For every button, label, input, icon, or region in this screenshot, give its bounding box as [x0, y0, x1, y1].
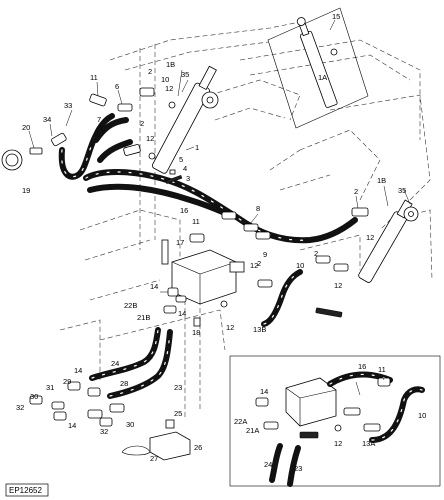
callout-10-main: 10 [296, 261, 304, 270]
callout-11-top: 11 [90, 73, 98, 82]
drawing-code-badge: EP12652 [5, 483, 49, 497]
callout-23-main: 23 [174, 383, 182, 392]
callout-12-right: 12 [366, 233, 374, 242]
callout-26: 26 [194, 443, 202, 452]
callout-16-inset: 16 [358, 362, 366, 371]
cylinders [151, 65, 419, 283]
callout-2-lower: 2 [257, 259, 261, 268]
callout-35-right: 35 [398, 186, 406, 195]
callout-12-inset: 12 [334, 439, 342, 448]
callout-34: 34 [43, 115, 51, 124]
callout-32-b: 32 [100, 427, 108, 436]
callout-1B-top: 1B [166, 60, 175, 69]
callout-15: 15 [332, 12, 340, 21]
callout-25: 25 [174, 409, 182, 418]
callout-8: 8 [256, 204, 260, 213]
callout-20: 20 [22, 123, 30, 132]
callout-1: 1 [195, 143, 199, 152]
callout-1B-right: 1B [377, 176, 386, 185]
fittings [1, 87, 369, 461]
callout-14-d: 14 [68, 421, 76, 430]
callout-11-main: 11 [192, 217, 200, 226]
callout-11-inset: 11 [378, 365, 386, 374]
callout-1A: 1A [318, 73, 327, 82]
callout-13A: 13A [362, 439, 375, 448]
inset-detail-box [229, 355, 441, 487]
callout-21A: 21A [246, 426, 259, 435]
callout-17: 17 [176, 238, 184, 247]
callout-33: 33 [64, 101, 72, 110]
callout-22B: 22B [124, 301, 137, 310]
callout-12-main: 12 [250, 261, 258, 270]
callout-19: 19 [22, 186, 30, 195]
callout-28: 28 [120, 379, 128, 388]
callout-3: 3 [186, 174, 190, 183]
callout-30-a: 30 [30, 392, 38, 401]
callout-6: 6 [115, 82, 119, 91]
callout-21B: 21B [137, 313, 150, 322]
callout-14-b: 14 [178, 309, 186, 318]
callout-7: 7 [97, 115, 101, 124]
callout-12-mid: 12 [146, 134, 154, 143]
callout-12-top: 12 [165, 84, 173, 93]
callout-5: 5 [179, 155, 183, 164]
callout-13B: 13B [253, 325, 266, 334]
callout-2-top: 2 [148, 67, 152, 76]
callout-32-a: 32 [16, 403, 24, 412]
callout-2-farright: 2 [314, 249, 318, 258]
callout-35-top: 35 [181, 70, 189, 79]
callout-12-farright: 12 [334, 281, 342, 290]
callout-23-inset: 23 [294, 464, 302, 473]
hose-assemblies [58, 113, 358, 399]
callout-14-inset: 14 [260, 387, 268, 396]
callout-2-mid: 2 [140, 119, 144, 128]
callout-24-inset: 24 [264, 460, 272, 469]
callout-12-lower: 12 [226, 323, 234, 332]
callout-18: 18 [192, 328, 200, 337]
callout-4: 4 [183, 164, 187, 173]
callout-10-inset: 10 [418, 411, 426, 420]
callout-24-main: 24 [111, 359, 119, 368]
callout-labels: 15 1A 1B 35 2 10 12 11 6 33 34 7 20 19 2… [16, 12, 426, 473]
callout-2-right: 2 [354, 187, 358, 196]
callout-30-b: 30 [126, 420, 134, 429]
callout-14-c: 14 [74, 366, 82, 375]
callout-10-top: 10 [161, 75, 169, 84]
callout-14-a: 14 [150, 282, 158, 291]
callout-31: 31 [46, 383, 54, 392]
callout-29: 29 [63, 377, 71, 386]
drawing-code: EP12652 [9, 486, 42, 495]
callout-22A: 22A [234, 417, 247, 426]
callout-9: 9 [263, 250, 267, 259]
inset-cylinder-box [267, 7, 369, 129]
callout-27: 27 [150, 454, 158, 463]
leader-lines [28, 19, 411, 396]
callout-16-main: 16 [180, 206, 188, 215]
